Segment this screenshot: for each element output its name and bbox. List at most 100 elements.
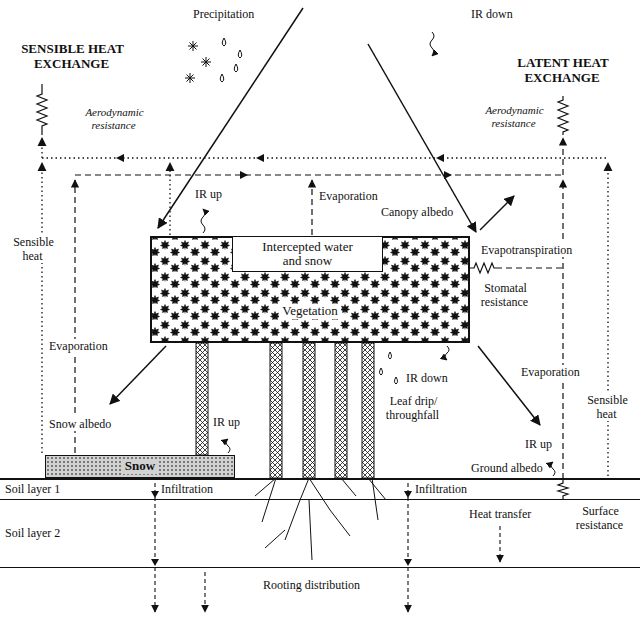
- label-box: LATENT HEAT EXCHANGE: [495, 56, 630, 86]
- label-box: Evaporation: [520, 366, 581, 380]
- inner-box: Intercepted water and snow: [232, 236, 383, 272]
- node-label: Soil layer 1: [4, 483, 61, 497]
- label-box: IR down: [470, 8, 514, 22]
- solar-ray: [110, 346, 166, 404]
- label-box: Evapotranspiration: [480, 244, 573, 258]
- sensible-heat-line: [169, 163, 170, 235]
- root-lines: [255, 478, 386, 560]
- flux-label: Infiltration: [414, 482, 468, 496]
- infiltration-line: [154, 483, 155, 612]
- ir-arrow: [201, 209, 205, 233]
- latent-heat-line: [496, 267, 563, 268]
- flux-label: Rooting distribution: [262, 578, 361, 592]
- flow-arrowhead: [116, 154, 444, 162]
- node-label: Intercepted water and snow: [260, 240, 356, 269]
- flux-label: Snow albedo: [48, 417, 112, 431]
- flux-label: Heat transfer: [468, 507, 532, 521]
- label-box: Leaf drip/ throughfall: [378, 395, 448, 423]
- snowflake-symbols: [185, 41, 211, 83]
- tree-trunk: [335, 343, 347, 478]
- label-box: IR up: [212, 416, 241, 430]
- flow-arrowhead: [151, 491, 412, 566]
- sensible-heat-line: [41, 138, 42, 158]
- flux-label: Aerodynamic resistance: [484, 104, 543, 129]
- solar-ray: [368, 44, 476, 232]
- latent-heat-line: [562, 138, 563, 175]
- flux-label: Surface resistance: [576, 504, 624, 532]
- label-box: Snow albedo: [48, 418, 112, 432]
- region-box: Snow: [45, 455, 235, 478]
- flux-label: IR down: [405, 371, 449, 385]
- section-heading: LATENT HEAT EXCHANGE: [516, 55, 608, 85]
- ir-arrow: [226, 439, 230, 453]
- flux-label: IR up: [524, 437, 553, 451]
- flux-label: IR up: [212, 415, 241, 429]
- infiltration-line: [407, 483, 408, 612]
- label-box: Stomatal resistance: [470, 282, 540, 310]
- ir-arrow: [430, 32, 434, 56]
- latent-heat-line: [75, 174, 563, 175]
- sensible-heat-line: [41, 163, 42, 453]
- flux-label: Evaporation: [48, 339, 109, 353]
- canopy-foliage: [150, 236, 470, 343]
- label-box: Aerodynamic resistance: [72, 106, 156, 131]
- label-box: Ground albedo: [470, 462, 544, 476]
- sensible-heat-line: [607, 163, 608, 476]
- sensible-heat-line: [42, 157, 608, 158]
- flux-label: Canopy albedo: [380, 205, 454, 219]
- flux-label: Aerodynamic resistance: [84, 106, 143, 131]
- flow-arrowhead: [240, 171, 452, 179]
- section-heading: SENSIBLE HEAT EXCHANGE: [20, 41, 124, 71]
- solar-ray: [158, 8, 303, 228]
- resistor-symbol: [558, 480, 568, 499]
- flux-label: Evapotranspiration: [480, 243, 573, 257]
- flux-label: Leaf drip/ throughfall: [386, 394, 440, 422]
- resistor-symbol: [37, 84, 47, 135]
- flux-label: Infiltration: [160, 482, 214, 496]
- drip-drops: [380, 352, 398, 384]
- label-box: Sensible heat: [580, 394, 634, 422]
- latent-heat-line: [74, 180, 75, 453]
- node-label: Soil layer 2: [4, 527, 61, 541]
- label-box: Evaporation: [48, 340, 109, 354]
- albedo-arrow: [480, 196, 514, 230]
- label-box: SENSIBLE HEAT EXCHANGE: [2, 42, 142, 72]
- label-box: Infiltration: [414, 483, 468, 497]
- label-box: Sensible heat: [6, 236, 60, 264]
- flux-label: Sensible heat: [586, 393, 628, 421]
- flux-label: Evaporation: [520, 365, 581, 379]
- label-box: Aerodynamic resistance: [472, 104, 556, 129]
- region-box: Soil layer 1: [0, 478, 640, 500]
- label-box: Canopy albedo: [380, 206, 454, 220]
- label-box: Infiltration: [160, 483, 214, 497]
- node-label: Snow: [122, 459, 158, 474]
- flux-label: Stomatal resistance: [481, 281, 529, 309]
- label-box: IR up: [194, 188, 223, 202]
- region-box: Vegetation Intercepted water and snow: [150, 236, 470, 343]
- drainage-line: [204, 572, 205, 612]
- label-box: Precipitation: [192, 8, 255, 22]
- heat-transfer-line: [499, 526, 500, 562]
- flux-label: Ground albedo: [470, 461, 544, 475]
- label-box: IR down: [405, 372, 449, 386]
- ir-arrow: [445, 346, 449, 360]
- latent-heat-line: [562, 180, 563, 479]
- flux-label: IR down: [470, 7, 514, 21]
- label-box: Rooting distribution: [262, 579, 361, 593]
- tree-trunk: [362, 343, 374, 478]
- resistor-symbol: [558, 96, 568, 135]
- tree-trunk: [270, 343, 282, 478]
- flux-label: Evaporation: [318, 189, 379, 203]
- ir-arrow: [551, 462, 555, 476]
- node-label: Vegetation: [279, 304, 341, 319]
- tree-trunk: [196, 343, 208, 455]
- latent-heat-line: [311, 180, 312, 235]
- flux-label: Precipitation: [192, 7, 255, 21]
- label-box: Surface resistance: [568, 505, 632, 533]
- tree-trunk: [303, 343, 315, 478]
- raindrop-symbols: [220, 38, 242, 82]
- flux-label: Sensible heat: [12, 235, 54, 263]
